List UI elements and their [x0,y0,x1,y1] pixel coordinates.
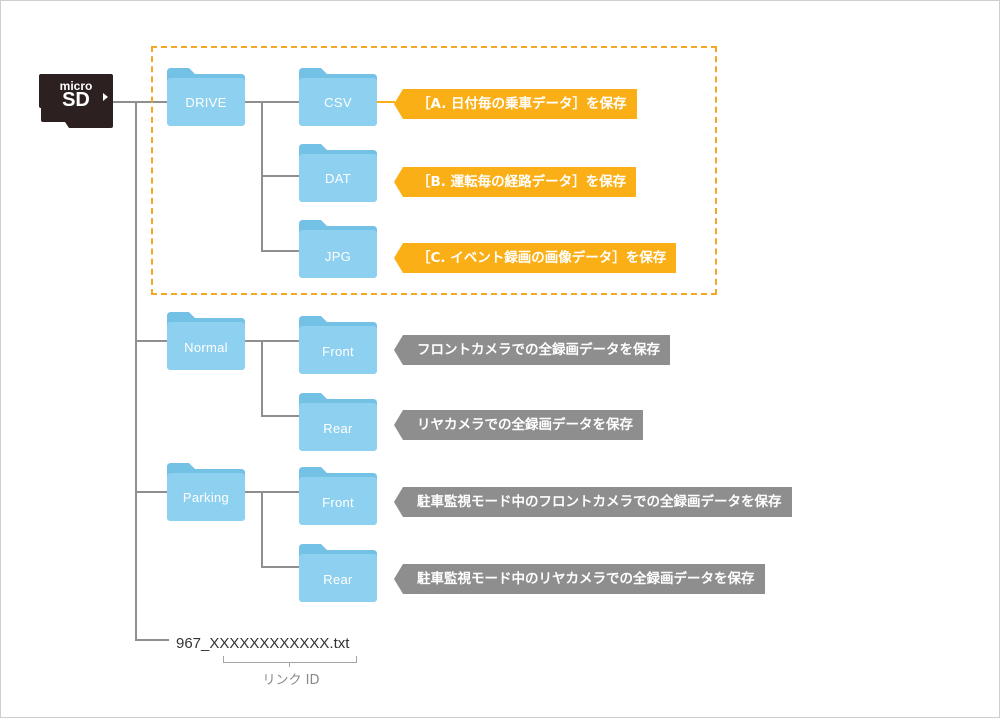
folder-label-drive: DRIVE [185,95,227,110]
folder-icon [299,544,377,602]
connector-normal-children-vertical [261,340,263,417]
folder-parking-rear[interactable]: Rear [299,544,377,602]
folder-normal[interactable]: Normal [167,312,245,370]
drive-highlight-box [151,46,717,295]
link-id-filename: 967_XXXXXXXXXXXX.txt [176,635,350,652]
folder-jpg[interactable]: JPG [299,220,377,278]
folder-normal-front[interactable]: Front [299,316,377,374]
connector-sd-to-drive [113,101,169,103]
connector-parking-to-front [245,491,300,493]
connector-drive-to-csv [245,101,300,103]
folder-icon [299,393,377,451]
folder-icon [167,68,245,126]
connector-drive-to-jpg [261,250,300,252]
tag-normal-rear-description: リヤカメラでの全録画データを保存 [394,410,643,440]
link-id-bracket [223,656,357,663]
microsd-card-icon [39,74,113,128]
link-id-bracket-tick [289,662,290,667]
sd-label-sd: SD [62,89,90,111]
folder-icon [299,68,377,126]
folder-label-parking-rear: Rear [323,572,353,587]
tag-csv-description: ［A. 日付毎の乗車データ］を保存 [394,89,637,119]
folder-label-jpg: JPG [324,249,352,264]
tag-normal-front-description: フロントカメラでの全録画データを保存 [394,335,670,365]
connector-parking-children-vertical [261,491,263,568]
folder-icon [299,144,377,202]
folder-label-normal-front: Front [322,344,354,359]
connector-csv-to-tag [377,101,395,103]
connector-normal-to-rear [261,415,300,417]
folder-icon [167,463,245,521]
tag-dat-description: ［B. 運転毎の経路データ］を保存 [393,167,637,197]
folder-normal-rear[interactable]: Rear [299,393,377,451]
tag-parking-rear-description: 駐車監視モード中のリヤカメラでの全録画データを保存 [394,564,765,594]
connector-root-to-file [135,639,169,641]
folder-icon [299,220,377,278]
folder-label-normal: Normal [184,340,228,355]
folder-label-dat: DAT [325,171,351,186]
sd-label-micro: micro [59,79,93,93]
folder-csv[interactable]: CSV [299,68,377,126]
connector-parking-to-rear [261,566,300,568]
folder-drive[interactable]: DRIVE [167,68,245,126]
tag-jpg-description: ［C. イベント録画の画像データ］を保存 [393,243,677,273]
folder-icon [299,316,377,374]
folder-dat[interactable]: DAT [299,144,377,202]
folder-label-csv: CSV [324,95,352,110]
connector-root-to-parking [135,491,169,493]
connector-root-vertical [135,101,137,641]
folder-icon [299,467,377,525]
play-arrow-icon [103,93,108,101]
link-id-label: リンク ID [262,673,320,688]
folder-parking-front[interactable]: Front [299,467,377,525]
folder-label-parking: Parking [182,490,230,505]
folder-label-parking-front: Front [322,495,354,510]
folder-label-normal-rear: Rear [323,421,353,436]
folder-icon [167,312,245,370]
tag-parking-front-description: 駐車監視モード中のフロントカメラでの全録画データを保存 [394,487,792,517]
connector-root-to-normal [135,340,169,342]
connector-drive-to-dat [261,175,300,177]
connector-normal-to-front [245,340,300,342]
folder-parking[interactable]: Parking [167,463,245,521]
